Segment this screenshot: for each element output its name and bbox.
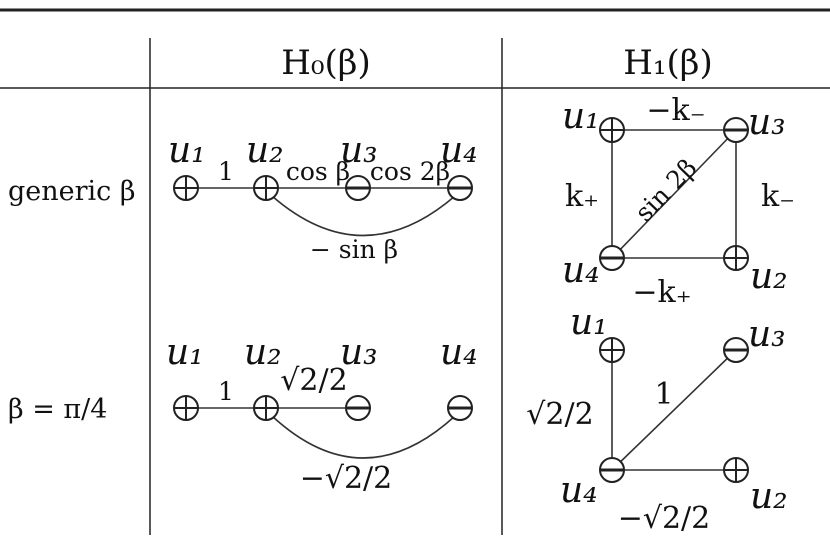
weight-u1-u3: −k₋: [646, 93, 705, 128]
label-u3: u₃: [748, 102, 786, 143]
row-label-pi-over-4: β = π/4: [8, 394, 107, 425]
node-u4: [599, 245, 625, 271]
edge-u4-u3: [611, 349, 737, 471]
label-u3: u₃: [748, 314, 786, 355]
weight-u2-u3: √2/2: [280, 363, 347, 398]
graph-h1-generic: u₁ u₃ u₄ u₂ −k₋ k₊ k₋ −k₊ sin 2β: [562, 93, 795, 310]
label-u4: u₄: [562, 250, 600, 291]
weight-u2-u4: − sin β: [310, 235, 398, 264]
weight-u1-u4: k₊: [565, 179, 599, 214]
node-u1: [173, 395, 199, 421]
node-u2: [723, 245, 749, 271]
label-u2: u₂: [246, 130, 284, 171]
weight-u1-u2: 1: [218, 377, 234, 406]
label-u4: u₄: [440, 332, 478, 373]
node-u1: [173, 175, 199, 201]
node-u2: [723, 457, 749, 483]
header-h1: H₁(β): [623, 43, 712, 83]
label-u1: u₁: [562, 96, 600, 137]
weight-u3-u2: k₋: [761, 179, 795, 214]
weight-u4-u3: 1: [654, 377, 673, 412]
label-u3: u₃: [340, 130, 378, 171]
edge-u4-u3: [611, 129, 737, 259]
node-u2: [253, 175, 279, 201]
weight-u4-u2: −k₊: [632, 275, 691, 310]
label-u2: u₂: [244, 332, 282, 373]
edge-u2-u4: [271, 415, 456, 459]
label-u2: u₂: [750, 476, 788, 517]
row-label-generic: generic β: [8, 176, 136, 207]
label-u1: u₁: [168, 130, 206, 171]
label-u2: u₂: [750, 256, 788, 297]
weight-u4-u3: sin 2β: [629, 153, 702, 227]
graph-h1-pi-over-4: u₁ u₃ u₄ u₂ √2/2 1 −√2/2: [526, 302, 787, 536]
weight-u4-u2: −√2/2: [618, 501, 711, 536]
node-u4: [447, 395, 473, 421]
label-u4: u₄: [440, 130, 478, 171]
node-u4: [599, 457, 625, 483]
weight-u3-u4: cos 2β: [370, 157, 450, 186]
weight-u2-u3: cos β: [286, 157, 350, 186]
node-u3: [345, 395, 371, 421]
weight-u1-u2: 1: [218, 157, 234, 186]
graph-h0-pi-over-4: u₁ u₂ u₃ u₄ 1 √2/2 −√2/2: [166, 332, 478, 496]
node-u4: [447, 175, 473, 201]
label-u1: u₁: [166, 332, 204, 373]
header-h0: H₀(β): [281, 43, 370, 83]
graph-h0-generic: u₁ u₂ u₃ u₄ 1 cos β cos 2β − sin β: [168, 130, 478, 264]
label-u4: u₄: [560, 470, 598, 511]
weight-u1-u4: √2/2: [526, 397, 593, 432]
node-u3: [345, 175, 371, 201]
node-u1: [599, 117, 625, 143]
node-u3: [723, 337, 749, 363]
label-u3: u₃: [340, 332, 378, 373]
label-u1: u₁: [570, 302, 608, 343]
node-u1: [599, 337, 625, 363]
node-u2: [253, 395, 279, 421]
node-u3: [723, 117, 749, 143]
edge-u2-u4: [271, 195, 456, 237]
weight-u2-u4: −√2/2: [300, 461, 393, 496]
